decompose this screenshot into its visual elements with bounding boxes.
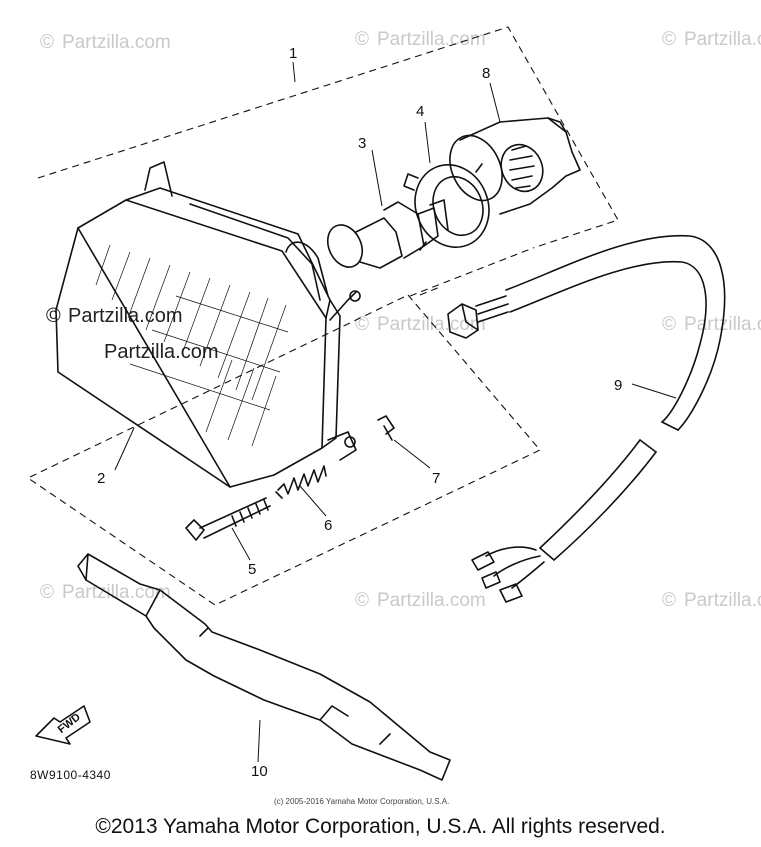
- mounting-bolt: [185, 497, 271, 541]
- callout-5: 5: [248, 561, 256, 578]
- callout-2: 2: [97, 470, 105, 487]
- adjusting-spring: [275, 465, 327, 499]
- callout-4: 4: [416, 103, 424, 120]
- rubber-boot-cover: [449, 117, 581, 215]
- leader-2: [114, 427, 135, 471]
- watermark-symbol: ©: [662, 29, 676, 50]
- watermark-text: Partzilla.com: [62, 32, 171, 53]
- watermark-symbol: ©: [355, 29, 369, 50]
- watermark-symbol: ©: [662, 314, 676, 335]
- wire-harness: [447, 234, 726, 603]
- leader-3: [371, 149, 383, 207]
- callout-9: 9: [614, 377, 622, 394]
- diagram-code: 8W9100-4340: [30, 768, 111, 782]
- watermark-symbol: ©: [355, 590, 369, 611]
- callout-8: 8: [482, 65, 490, 82]
- leader-6: [299, 485, 327, 517]
- watermark-symbol: ©: [355, 314, 369, 335]
- headlight-stay: [77, 553, 451, 781]
- watermark-text-main-2: Partzilla.com: [104, 341, 218, 363]
- watermark-symbol: ©: [40, 32, 54, 53]
- leader-10: [257, 719, 261, 763]
- retaining-clip: [377, 415, 395, 441]
- leader-5: [231, 527, 251, 561]
- callout-7: 7: [432, 470, 440, 487]
- headlight-bulb: [326, 199, 449, 269]
- callout-6: 6: [324, 517, 332, 534]
- watermark-symbol: ©: [662, 590, 676, 611]
- headlight-lower-bracket: [327, 431, 357, 461]
- callout-10: 10: [251, 763, 268, 780]
- callout-1: 1: [289, 45, 297, 62]
- leader-7: [393, 439, 431, 469]
- callout-3: 3: [358, 135, 366, 152]
- watermark-text: Partzilla.com: [62, 582, 171, 603]
- watermark-text: Partzilla.com: [684, 590, 761, 611]
- watermark-symbol-main: ©: [46, 305, 61, 327]
- watermark-text: Partzilla.com: [377, 590, 486, 611]
- watermark-text: Partzilla.com: [684, 29, 761, 50]
- watermark-symbol: ©: [40, 582, 54, 603]
- watermark-text: Partzilla.com: [377, 29, 486, 50]
- bulb-holder: [403, 163, 490, 251]
- leader-1: [292, 61, 296, 83]
- watermark-text: Partzilla.com: [377, 314, 486, 335]
- watermark-text-main: Partzilla.com: [68, 305, 182, 327]
- small-copyright: (c) 2005-2016 Yamaha Motor Corporation, …: [274, 797, 449, 806]
- footer-copyright: ©2013 Yamaha Motor Corporation, U.S.A. A…: [95, 815, 666, 838]
- leader-8: [489, 82, 501, 123]
- assembly-boundary-dashed: [26, 26, 619, 606]
- headlight-lens: [77, 199, 327, 488]
- leader-9: [631, 383, 677, 399]
- stay-outline: [77, 553, 451, 781]
- harness-boundary-dashed: [409, 247, 534, 297]
- watermarks: © Partzilla.com © Partzilla.com © Partzi…: [40, 29, 761, 611]
- leader-4: [424, 121, 431, 164]
- lens-hatching: [95, 244, 289, 447]
- fwd-arrow-icon: FWD: [35, 705, 91, 745]
- headlight-unit: [55, 161, 361, 488]
- fwd-label: FWD: [56, 711, 83, 736]
- headlight-mount-bracket-top: [144, 161, 173, 197]
